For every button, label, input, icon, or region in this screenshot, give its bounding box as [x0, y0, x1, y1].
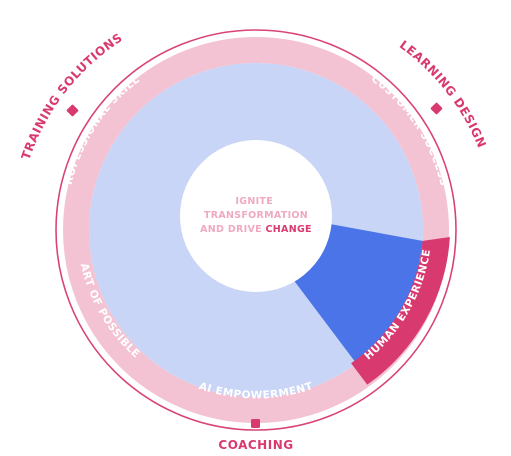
ring-band: [63, 37, 449, 423]
center-title: IGNITE TRANSFORMATION: [204, 196, 308, 221]
marker-coaching: [251, 419, 260, 428]
center-line-1: IGNITE: [235, 196, 273, 207]
marker-learning-design: [430, 102, 443, 115]
center-line-3-highlight: CHANGE: [266, 224, 312, 235]
ring-segment-human-experience[interactable]: [351, 237, 450, 385]
center-line-3-prefix: AND DRIVE: [200, 224, 265, 235]
marker-training-solutions: [66, 104, 79, 117]
outer-ring: [55, 29, 457, 431]
outer-label-coaching: COACHING: [218, 438, 293, 452]
center-line-3: AND DRIVE CHANGE: [200, 224, 312, 235]
center-line-2: TRANSFORMATION: [204, 210, 308, 221]
inner-wedge-cut: [303, 224, 423, 281]
center-circle: [180, 140, 332, 292]
